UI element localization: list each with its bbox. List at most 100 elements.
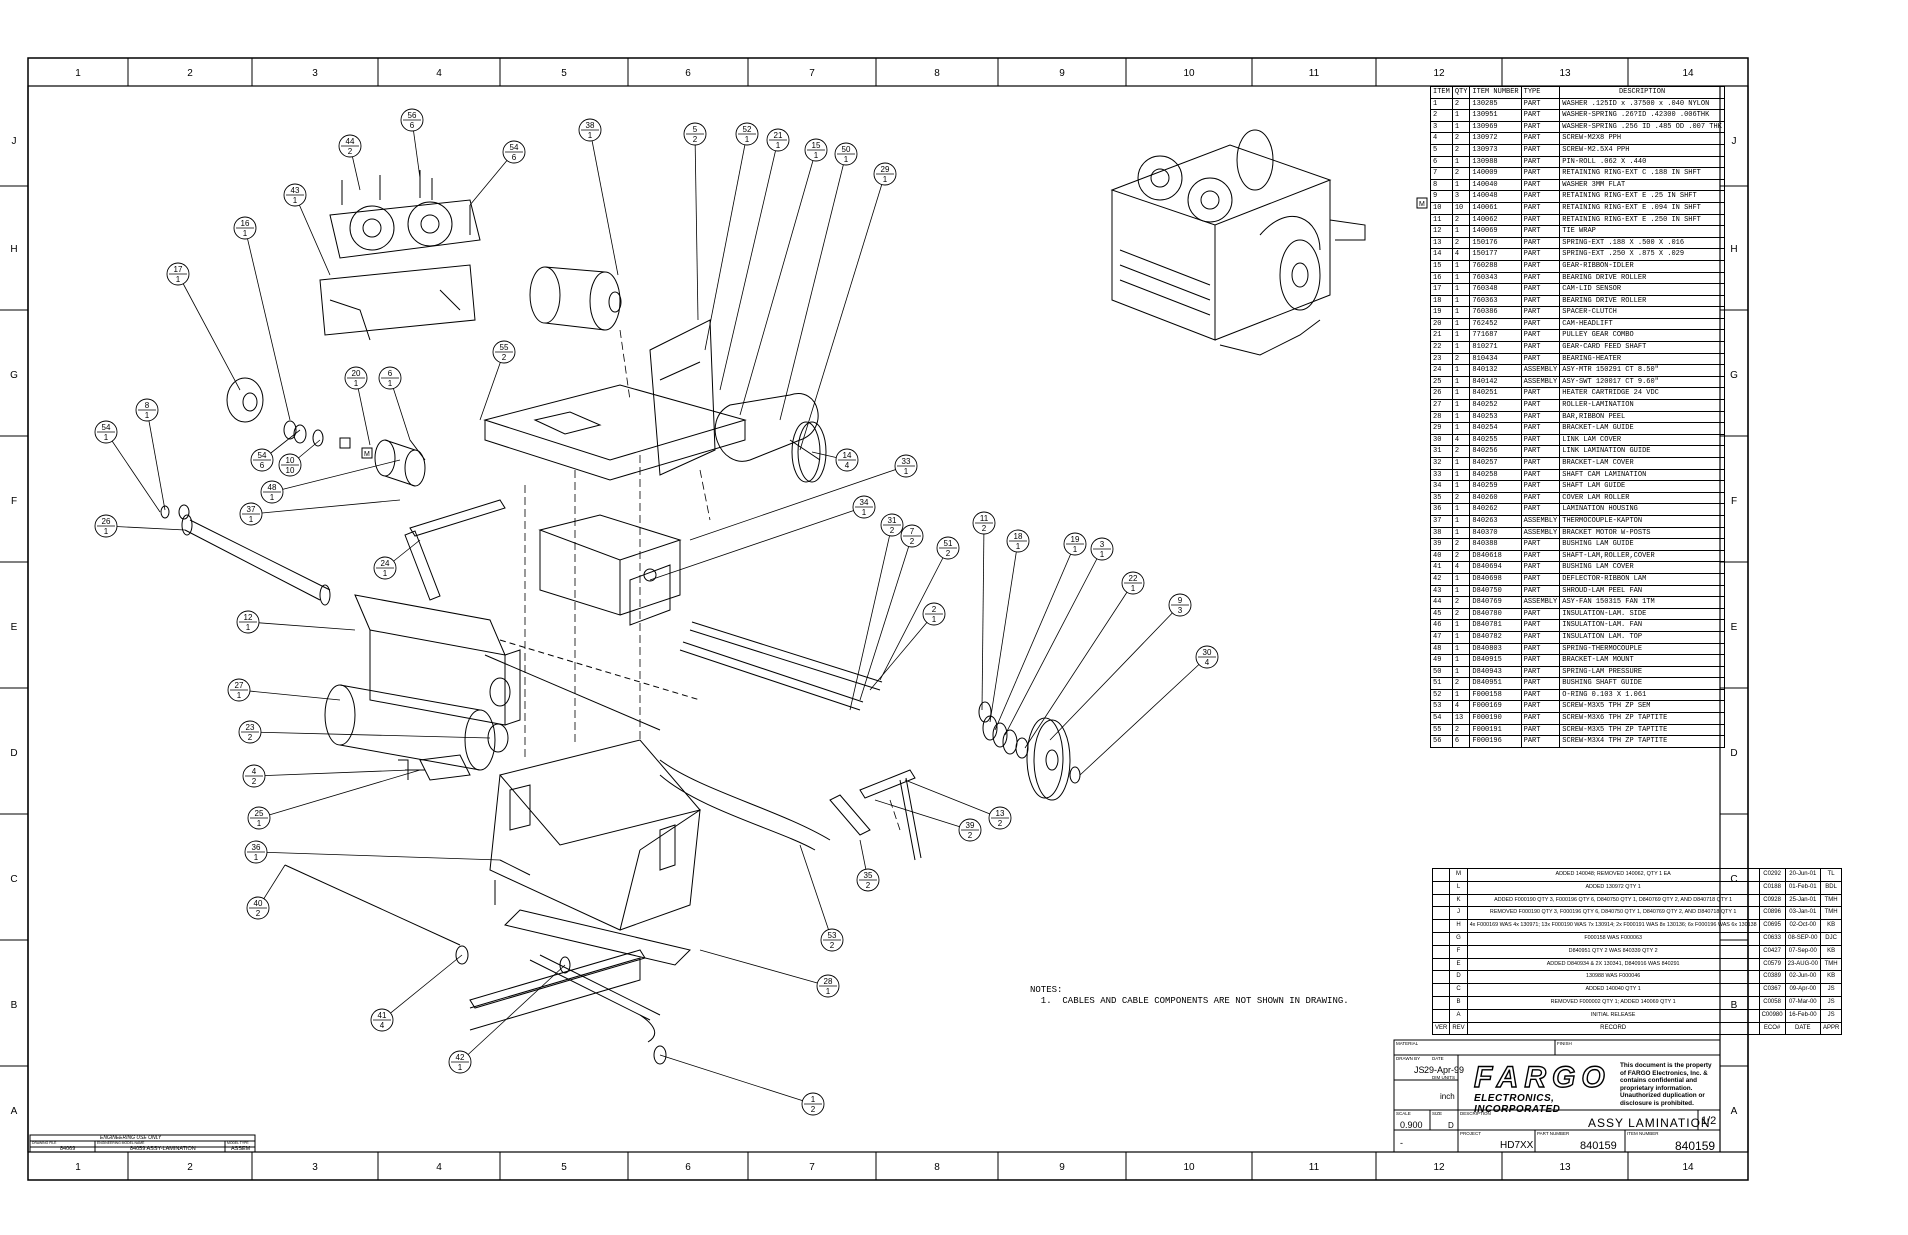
revision-cell: B (1449, 995, 1468, 1010)
size-label: SIZE (1432, 1111, 1443, 1116)
svg-text:55: 55 (500, 343, 509, 352)
bom-cell: SHAFT LAM GUIDE (1559, 480, 1725, 493)
description-label: DESCRIPTION (1460, 1111, 1491, 1116)
bom-cell: 24 (1430, 364, 1453, 377)
bom-cell: ROLLER-LAMINATION (1559, 399, 1725, 412)
bom-cell: PART (1520, 619, 1561, 632)
bom-cell: D840698 (1469, 572, 1522, 586)
part-number-label: PART NUMBER (1537, 1131, 1570, 1136)
bom-cell: 2 (1451, 549, 1471, 563)
bom-cell: F000191 (1469, 723, 1522, 737)
revision-cell: 4x F000169 WAS 4x 130971; 13x F000190 WA… (1466, 919, 1760, 933)
bom-cell: 1 (1451, 306, 1471, 319)
revision-cell: J (1449, 906, 1468, 921)
column-label: 5 (561, 68, 567, 79)
callout-balloon: 191 (994, 532, 1087, 731)
bom-cell: 1 (1451, 514, 1471, 528)
revision-cell: ADDED 140048; REMOVED 140062, QTY 1 EA (1466, 868, 1760, 882)
bom-cell: D840618 (1469, 549, 1522, 563)
bom-cell: 5 (1430, 143, 1453, 157)
svg-text:22: 22 (1129, 574, 1138, 583)
callout-balloon: 232 (238, 720, 491, 744)
title-dash: - (1400, 1138, 1403, 1148)
bom-cell: 130973 (1469, 143, 1522, 157)
bom-cell: PART (1520, 283, 1561, 296)
revision-cell: KB (1819, 919, 1843, 933)
bom-cell: 1 (1451, 584, 1471, 598)
svg-text:9: 9 (1178, 596, 1183, 605)
bom-cell: 39 (1430, 538, 1453, 551)
bom-cell: 3 (1430, 120, 1453, 134)
bom-cell: PART (1520, 109, 1561, 122)
svg-text:19: 19 (1071, 535, 1080, 544)
bom-cell: BRACKET-LAM GUIDE (1559, 422, 1725, 435)
svg-text:4: 4 (845, 461, 850, 470)
svg-text:15: 15 (812, 141, 821, 150)
revision-cell: 130988 WAS F000046 (1466, 970, 1760, 985)
callout-balloon: 304 (1079, 645, 1219, 776)
bom-cell: 8 (1430, 178, 1453, 192)
svg-text:1: 1 (145, 411, 150, 420)
svg-text:37: 37 (247, 505, 256, 514)
bom-cell: ASSEMBLY (1520, 364, 1561, 377)
bom-cell: PART (1520, 399, 1561, 412)
revision-cell: K (1449, 893, 1468, 908)
bom-cell: PART (1520, 271, 1561, 285)
bom-cell: 51 (1430, 677, 1453, 690)
bom-cell: 1 (1451, 155, 1471, 169)
revision-cell (1431, 944, 1451, 959)
svg-text:14: 14 (843, 451, 852, 460)
bom-cell: 760363 (1469, 294, 1522, 308)
bom-cell: 1 (1451, 317, 1471, 331)
svg-text:6: 6 (512, 153, 517, 162)
svg-text:1: 1 (826, 987, 831, 996)
bom-cell: 23 (1430, 352, 1453, 366)
svg-text:2: 2 (946, 549, 951, 558)
svg-text:M: M (364, 451, 370, 458)
bom-cell: F000158 (1469, 688, 1522, 702)
cam-headlift (374, 439, 426, 487)
bom-cell: 130969 (1469, 120, 1522, 134)
svg-text:10: 10 (286, 466, 295, 475)
bom-cell: 140062 (1469, 213, 1522, 227)
svg-text:41: 41 (378, 1011, 387, 1020)
bom-cell: 18 (1430, 294, 1453, 308)
svg-text:17: 17 (174, 265, 183, 274)
column-label: 7 (809, 1162, 815, 1173)
bom-cell: 1 (1451, 630, 1471, 644)
bom-cell: 45 (1430, 607, 1453, 621)
bom-cell: PART (1520, 642, 1561, 656)
bom-cell: SHAFT CAM LAMINATION (1559, 468, 1725, 482)
drawing-description: ASSY LAMINATION (1588, 1116, 1711, 1130)
eng-drawing-file: 84069 (60, 1146, 76, 1152)
switch-assembly (398, 754, 471, 781)
bom-cell: PART (1520, 665, 1561, 679)
bom-cell: 16 (1430, 271, 1453, 285)
revision-header-cell: RECORD (1466, 1021, 1760, 1036)
bom-cell: PART (1520, 503, 1561, 516)
svg-text:2: 2 (866, 881, 871, 890)
bom-cell: PART (1520, 468, 1561, 482)
bom-cell: SCREW-M3X4 TPH ZP TAPTITE (1559, 735, 1725, 748)
bom-cell: PART (1520, 422, 1561, 435)
cover-lam-roller (659, 759, 831, 851)
bom-cell: 1 (1451, 259, 1471, 273)
bom-cell: 31 (1430, 445, 1453, 458)
bom-cell: 48 (1430, 642, 1453, 656)
bom-cell: 1 (1451, 688, 1471, 702)
bom-cell: CAM-HEADLIFT (1559, 317, 1725, 331)
bom-cell: D840750 (1469, 584, 1522, 598)
item-number: 840159 (1675, 1139, 1716, 1153)
revision-cell: L (1449, 880, 1468, 895)
bom-cell: D840694 (1469, 561, 1522, 574)
revision-header-cell: REV (1449, 1021, 1468, 1036)
bom-cell: 840132 (1469, 364, 1522, 377)
bom-cell: INSULATION LAM. TOP (1559, 630, 1725, 644)
bom-cell: D840769 (1469, 596, 1522, 609)
lam-mount-bracket (483, 384, 747, 481)
